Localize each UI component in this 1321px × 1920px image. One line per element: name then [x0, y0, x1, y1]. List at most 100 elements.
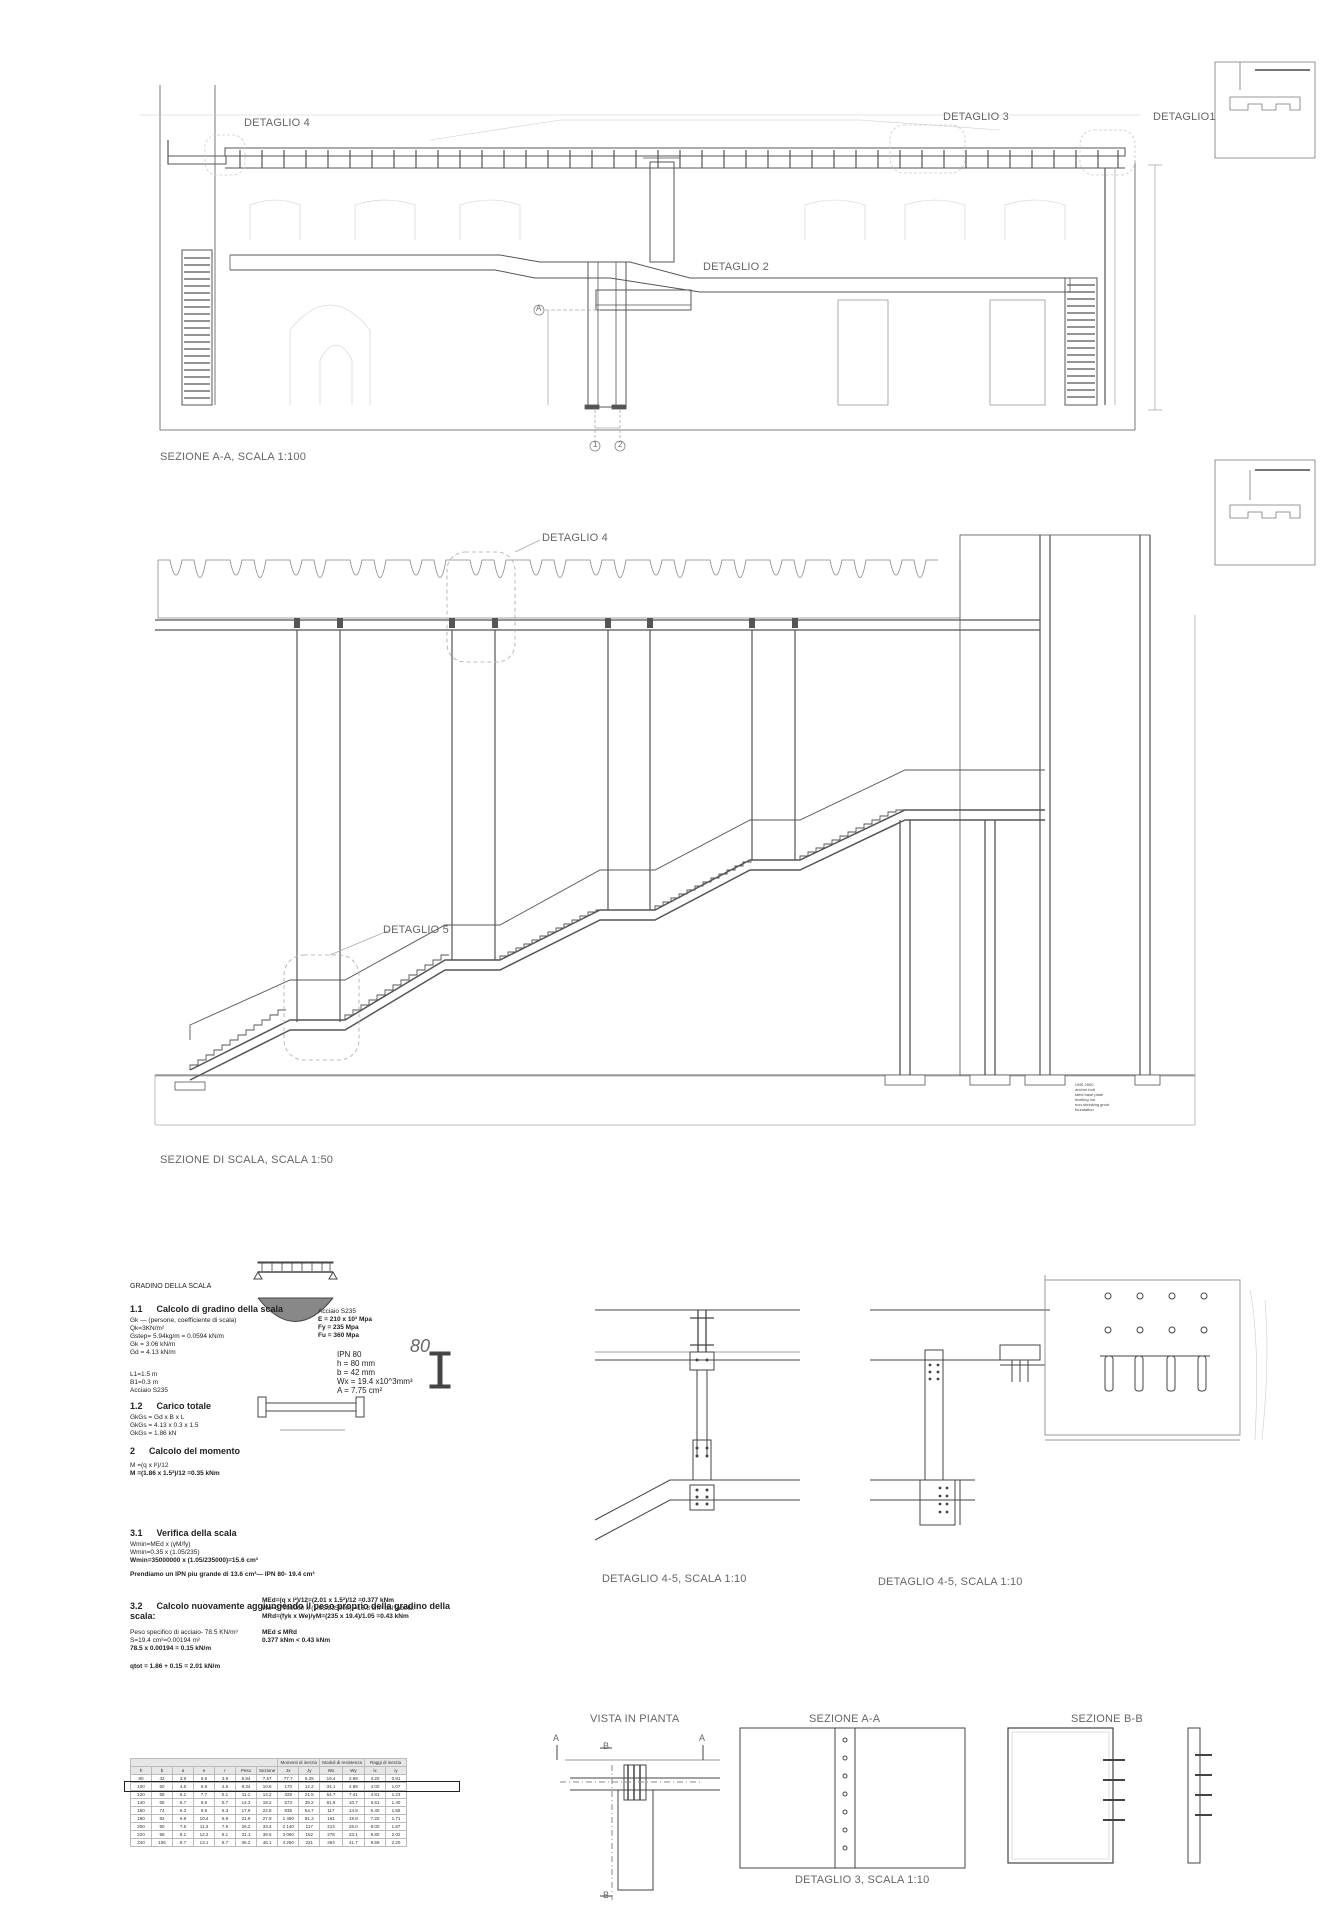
- ipn-line: IPN 80: [337, 1350, 362, 1359]
- section-a-a-title: SEZIONE A-A, SCALA 1:100: [160, 451, 307, 463]
- calc-line: S=19.4 cm²=0.00194 m²: [130, 1637, 201, 1644]
- table-group-header: Moduli di resistenza: [319, 1758, 366, 1767]
- table-cell: 81.9: [319, 1798, 343, 1807]
- section-marker-a-right: A: [699, 1733, 706, 1743]
- table-header-cell: Peso: [235, 1766, 257, 1775]
- table-cell: 6.9: [172, 1814, 194, 1823]
- plan-view-title: VISTA IN PIANTA: [590, 1713, 680, 1725]
- table-cell: 27.9: [255, 1814, 279, 1823]
- section-title: Carico totale: [156, 1401, 212, 1411]
- calc-line: M =(1.86 x 1.5²)/12 =0.35 kNm: [130, 1470, 220, 1477]
- table-cell: 8.1: [172, 1830, 194, 1839]
- calc-line: Gd = 4.13 kN/m: [130, 1349, 176, 1356]
- table-cell: 17.9: [235, 1806, 257, 1815]
- table-cell: 98: [151, 1830, 173, 1839]
- section-marker-a-left: A: [553, 1733, 560, 1743]
- table-cell: 33.1: [341, 1830, 366, 1839]
- table-cell: 74: [151, 1806, 173, 1815]
- ipn-line: Wx = 19.4 x10^3mm³: [337, 1377, 413, 1386]
- axis-1-marker: 1: [593, 440, 598, 449]
- cad-note-line: steel base plate: [1075, 1092, 1104, 1097]
- cad-note-line: leveling nut: [1075, 1097, 1096, 1102]
- key-plan-top: [1214, 61, 1316, 159]
- section-marker-b-top: B: [603, 1741, 610, 1751]
- ipn-size-label: 80: [410, 1336, 431, 1356]
- table-cell: 39.5: [255, 1830, 279, 1839]
- cad-note-line: foundation: [1075, 1107, 1094, 1112]
- table-cell: 935: [277, 1806, 300, 1815]
- table-header-cell: ix: [364, 1766, 387, 1775]
- axis-a-marker: A: [536, 304, 542, 313]
- ipn-line: h = 80 mm: [337, 1359, 376, 1368]
- ipn-properties: IPN 80 h = 80 mm b = 42 mm Wx = 19.4 x10…: [337, 1350, 413, 1395]
- table-cell: 162: [298, 1830, 321, 1839]
- recheck-line: MEd=(q x l²)/12=(2.01 x 1.5²)/12 =0.377 …: [262, 1597, 395, 1604]
- table-group-spacer: [129, 1758, 279, 1767]
- table-cell: 5.7: [214, 1798, 236, 1807]
- ipn-profile-table: Momenti di inerzia Moduli di resistenza …: [129, 1758, 408, 1847]
- table-header-cell: iy: [385, 1766, 408, 1775]
- calc-note: Prendiamo un IPN piu grande di 13.6 cm³—…: [130, 1571, 315, 1578]
- calc-line: Gk — (persone, coefficiente di scala): [130, 1317, 237, 1324]
- bolt-grid: [1104, 1292, 1208, 1334]
- steel-properties: Acciaio S235 E = 210 x 10³ Mpa Fy = 235 …: [318, 1308, 372, 1340]
- table-cell: 33.4: [255, 1822, 279, 1831]
- calc-title: GRADINO DELLA SCALA: [130, 1283, 212, 1290]
- table-cell: 46.1: [255, 1838, 279, 1847]
- moment-recheck: MEd=(q x l²)/12=(2.01 x 1.5²)/12 =0.377 …: [262, 1597, 414, 1645]
- table-cell: 81.3: [298, 1814, 321, 1823]
- section-a-a-drawing: [140, 85, 1162, 452]
- hanger-rods: [296, 630, 796, 1022]
- table-cell: 7.5: [172, 1822, 194, 1831]
- steel-line: Fy = 235 Mpa: [318, 1324, 359, 1331]
- detail-3-drawings: [556, 1727, 1212, 1900]
- table-group-header: Raggi di inerzia: [364, 1758, 408, 1767]
- section-number: 3.1: [130, 1528, 143, 1538]
- steel-line: Fu = 360 Mpa: [318, 1332, 359, 1339]
- table-cell: 4 250: [277, 1838, 300, 1847]
- table-header-cell: Wy: [341, 1766, 366, 1775]
- detail-4-5-left: [594, 1309, 800, 1541]
- table-group-header: Momenti di inerzia: [277, 1758, 321, 1767]
- ipn-line: b = 42 mm: [337, 1368, 376, 1377]
- left-stair-treads: [184, 257, 210, 399]
- ceiling-vaults: [158, 559, 938, 578]
- table-cell: 160: [130, 1806, 152, 1815]
- section-number: 2: [130, 1446, 136, 1456]
- calc-line: GkGs = 4.13 x 0.3 x 1.5: [130, 1422, 199, 1429]
- table-cell: 6.3: [172, 1806, 194, 1815]
- table-cell: 18.2: [255, 1798, 279, 1807]
- stair-section-drawing: [154, 534, 1196, 1126]
- section-number: 1.1: [130, 1304, 143, 1314]
- calc-line: Wmin=0.35 x (1.05/235): [130, 1549, 200, 1556]
- table-cell: 106: [151, 1838, 173, 1847]
- table-cell: 140: [130, 1798, 152, 1807]
- table-cell: 21.9: [235, 1814, 257, 1823]
- calc-line: Gstep= 5.94kg/m = 0.0594 kN/m: [130, 1333, 224, 1340]
- table-cell: 3 060: [277, 1830, 300, 1839]
- table-group-row: Momenti di inerzia Moduli di resistenza …: [129, 1758, 408, 1767]
- table-cell: 10.4: [193, 1814, 215, 1823]
- stair-section-title: SEZIONE DI SCALA, SCALA 1:50: [160, 1154, 334, 1166]
- table-header-cell: a: [172, 1766, 194, 1775]
- table-cell: 1.40: [385, 1798, 408, 1807]
- table-header-cell: e: [193, 1766, 215, 1775]
- cad-note: UNS 2500 anchor bolt steel base plate le…: [1075, 1082, 1109, 1112]
- table-cell: 8.7: [214, 1838, 236, 1847]
- table-cell: 240: [130, 1838, 152, 1847]
- table-cell: 6.9: [214, 1814, 236, 1823]
- table-header-cell: Sezione: [255, 1766, 279, 1775]
- table-cell: 1 450: [277, 1814, 300, 1823]
- detail-5-stair-label: DETAGLIO 5: [383, 924, 449, 936]
- anchor-sleeves: [1100, 1355, 1210, 1392]
